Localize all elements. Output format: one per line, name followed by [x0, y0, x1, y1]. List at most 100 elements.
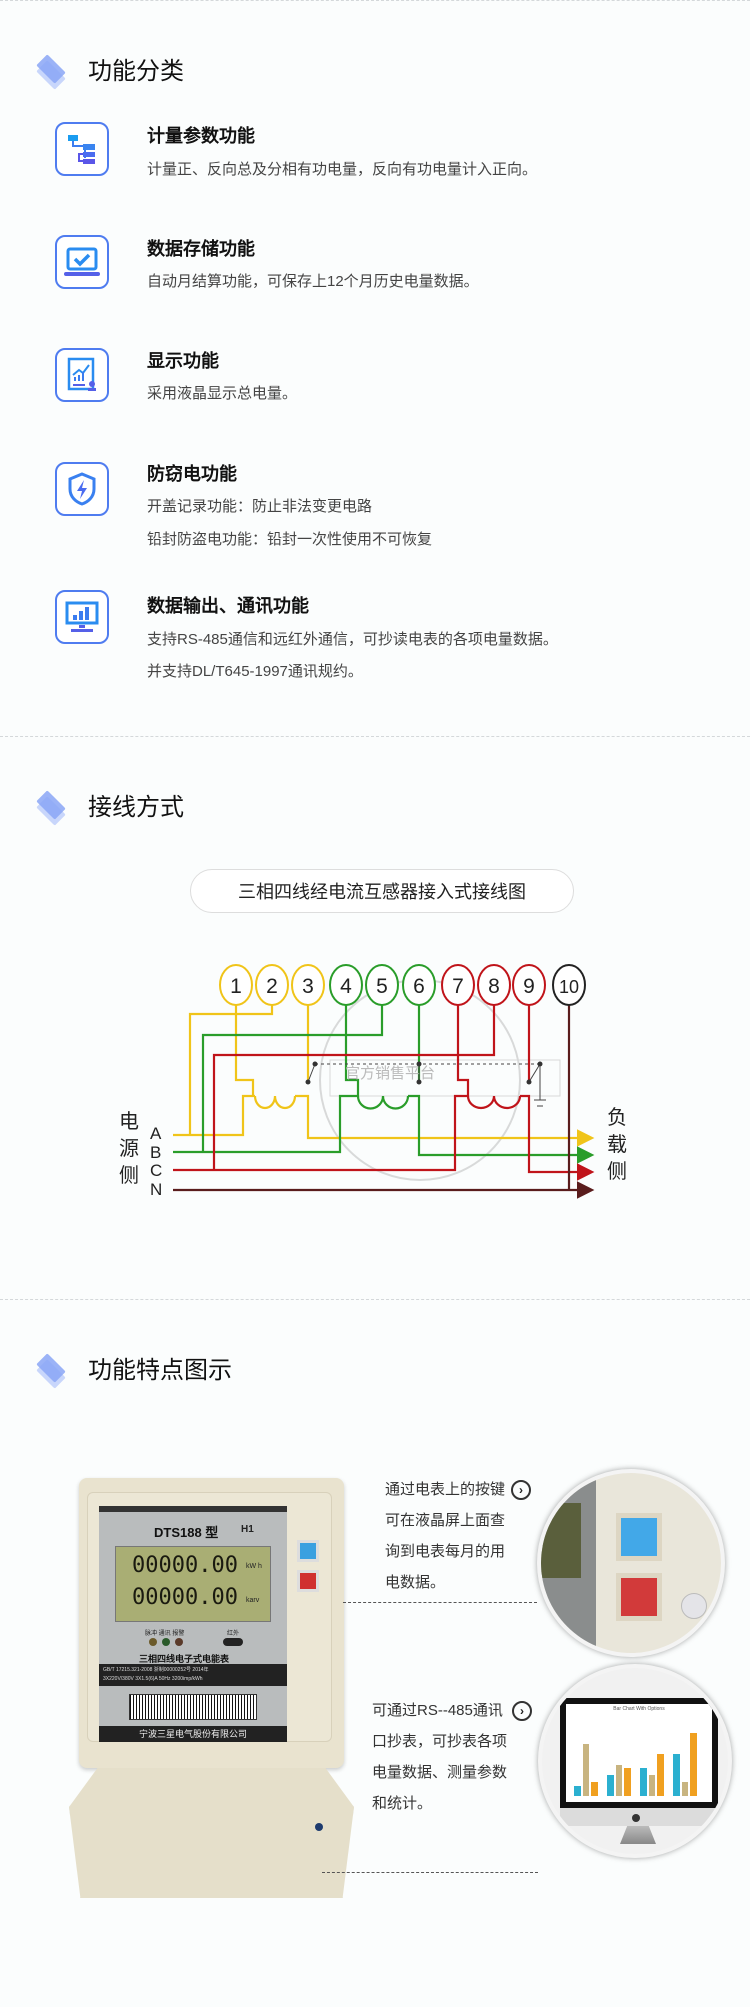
monitor-bar [681, 1782, 689, 1796]
monitor-bar [624, 1768, 632, 1796]
monitor-bar [673, 1754, 680, 1796]
blue-button [297, 1540, 319, 1562]
section-title: 接线方式 [88, 793, 184, 821]
item-desc: 支持RS-485通信和远红外通信，可抄读电表的各项电量数据。 [147, 631, 558, 648]
phase-label-a: A [150, 1124, 162, 1143]
monitor-bar [648, 1775, 656, 1796]
monitor-bar [574, 1785, 581, 1796]
section-title: 功能分类 [88, 57, 184, 85]
source-label-2: 源 [119, 1138, 139, 1160]
section-header-wiring: 接线方式 [34, 786, 184, 826]
phase-c-wires [173, 1005, 595, 1181]
section-title: 功能特点图示 [88, 1356, 232, 1384]
item-title: 数据输出、通讯功能 [147, 596, 309, 616]
monitor-bar [615, 1764, 623, 1796]
lcd-display: 00000.00 kW h 00000.00 karv [115, 1546, 271, 1622]
lcd-unit-1: kW h [246, 1563, 262, 1570]
layers-icon [34, 1349, 70, 1389]
layers-icon [34, 50, 70, 90]
phase-label-n: N [150, 1180, 163, 1199]
chevron-right-icon[interactable]: › [512, 1701, 532, 1721]
barcode [129, 1694, 257, 1720]
terminal-label: 7 [452, 975, 464, 998]
terminal-7 [441, 964, 475, 1006]
item-title: 防窃电功能 [147, 464, 237, 484]
meter-model: DTS188 型 [154, 1525, 219, 1540]
meter-name: 三相四线电子式电能表 [139, 1654, 230, 1664]
load-label-2: 载 [607, 1134, 627, 1156]
phase-label-b: B [150, 1143, 162, 1162]
phase-b-wires [173, 1005, 595, 1164]
terminal-2 [255, 964, 289, 1006]
feature-note-rs485: 可通过RS--485通讯口抄表，可抄表各项电量数据、测量参数和统计。 [372, 1702, 508, 1812]
item-desc: 自动月结算功能，可保存上12个月历史电量数据。 [147, 273, 479, 290]
meter-photo: DTS188 型 H1 00000.00 kW h 00000.00 karv … [69, 1478, 354, 1898]
section-header-functions: 功能分类 [34, 50, 184, 90]
lcd-reading-2: 00000.00 [132, 1585, 238, 1610]
divider [0, 0, 750, 1]
terminal-label: 10 [559, 977, 579, 997]
meter-faceplate: DTS188 型 H1 00000.00 kW h 00000.00 karv … [99, 1506, 287, 1742]
terminal-3 [291, 964, 325, 1006]
terminal-9 [512, 964, 546, 1006]
divider [0, 1299, 750, 1300]
item-desc: 铅封防盗电功能：铅封一次性使用不可恢复 [147, 531, 433, 548]
monitor-bar [591, 1782, 599, 1796]
meter-h: H1 [241, 1524, 254, 1535]
layers-icon [34, 786, 70, 826]
monitor-bar [582, 1743, 590, 1796]
monitor-bar [657, 1754, 665, 1796]
monitor-chart-icon [55, 590, 109, 644]
terminal-8 [477, 964, 511, 1006]
item-desc: 计量正、反向总及分相有功电量，反向有功电量计入正向。 [147, 161, 538, 178]
terminal-label: 9 [523, 975, 535, 998]
flowchart-icon [55, 122, 109, 176]
ir-label: 红外 [227, 1631, 240, 1637]
terminal-label: 6 [413, 975, 425, 998]
terminal-label: 5 [376, 975, 388, 998]
item-title: 显示功能 [147, 351, 219, 371]
lcd-reading-1: 00000.00 [132, 1553, 238, 1578]
item-desc: 开盖记录功能：防止非法变更电路 [147, 498, 373, 515]
load-label-1: 负 [607, 1107, 627, 1129]
terminal-label: 8 [488, 975, 500, 998]
watermark-text: 官方销售平台 [345, 1065, 436, 1082]
diagram-title: 三相四线经电流互感器接入式接线图 [190, 869, 574, 913]
meter-maker: 宁波三星电气股份有限公司 [99, 1726, 287, 1742]
neutral-wire [173, 1005, 595, 1199]
terminal-6 [402, 964, 436, 1006]
terminal-label: 1 [230, 975, 242, 998]
red-button [297, 1570, 319, 1592]
terminal-4 [329, 964, 363, 1006]
item-desc: 并支持DL/T645-1997通讯规约。 [147, 663, 363, 680]
item-desc: 采用液晶显示总电量。 [147, 385, 298, 402]
buttons-closeup [537, 1469, 725, 1657]
source-label-1: 电 [119, 1111, 139, 1133]
shield-bolt-icon [55, 462, 109, 516]
feature-note-buttons: 通过电表上的按键可在液晶屏上面查询到电表每月的用电数据。 [385, 1481, 506, 1591]
callout-line [343, 1602, 537, 1603]
source-label-3: 侧 [119, 1165, 139, 1187]
chevron-right-icon[interactable]: › [511, 1480, 531, 1500]
report-chart-icon [55, 348, 109, 402]
monitor-chart-title: Bar Chart With Options [613, 1706, 665, 1712]
monitor-bar [607, 1775, 614, 1796]
load-label-3: 侧 [607, 1161, 627, 1183]
rs485-port [315, 1823, 323, 1831]
phase-label-c: C [150, 1161, 163, 1180]
terminal-label: 2 [266, 975, 278, 998]
terminal-1 [219, 964, 253, 1006]
divider [0, 736, 750, 737]
monitor-bar [640, 1768, 647, 1796]
item-title: 计量参数功能 [147, 126, 255, 146]
monitor-bar [690, 1733, 698, 1796]
monitor-closeup: Bar Chart With Options [538, 1664, 732, 1858]
section-header-features: 功能特点图示 [34, 1349, 232, 1389]
lcd-unit-2: karv [246, 1597, 260, 1604]
terminal-5 [365, 964, 399, 1006]
meter-terminal-cover [69, 1768, 354, 1898]
terminal-label: 4 [340, 975, 352, 998]
apple-logo-icon [632, 1814, 640, 1822]
